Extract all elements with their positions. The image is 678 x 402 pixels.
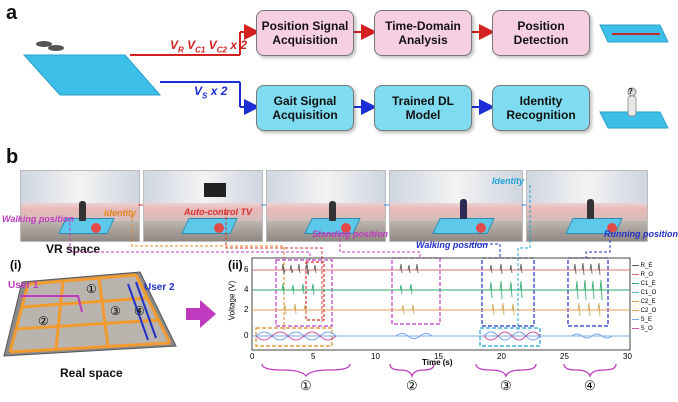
chart-ytick-6: 6 (244, 265, 249, 274)
chart-xtick-0: 0 (250, 352, 255, 361)
chart-xtick-30: 30 (623, 352, 632, 361)
legend-item: C2_E (632, 298, 656, 307)
time-domain-analysis-box: Time-Domain Analysis (374, 10, 472, 56)
top-signal-label: VR VC1 VC2 x 2 (170, 38, 248, 55)
identity-recognition-mat-icon: ? (599, 87, 669, 129)
position-detection-mat-icon (599, 24, 669, 43)
segment-number-3: ③ (500, 378, 512, 393)
position-detection-box: Position Detection (492, 10, 590, 56)
panel-b-letter: b (6, 146, 19, 168)
chart-xtick-10: 10 (371, 352, 380, 361)
running-position-label: Running position (604, 229, 678, 239)
identity-recognition-box: Identity Recognition (492, 85, 590, 131)
legend-item: R_E (632, 262, 656, 271)
chart-xtick-20: 20 (497, 352, 506, 361)
grid-number-2: ② (38, 314, 49, 328)
vr-scene-1 (20, 170, 140, 242)
legend-item: C2_O (632, 307, 656, 316)
chart-ytick-2: 2 (244, 305, 249, 314)
vr-scene-5 (526, 170, 648, 242)
grid-number-1: ① (86, 282, 97, 296)
legend-item: C1_E (632, 280, 656, 289)
chart-xtick-25: 25 (560, 352, 569, 361)
legend-item: C1_O (632, 289, 656, 298)
segment-number-1: ① (300, 378, 312, 393)
vr-scene-3 (266, 170, 386, 242)
chart-xlabel: Time (s) (422, 358, 453, 367)
chart-xtick-15: 15 (434, 352, 443, 361)
standing-position-label: Standing position (312, 229, 388, 239)
real-space-label: Real space (60, 366, 123, 380)
segment-number-4: ④ (584, 378, 596, 393)
position-signal-acquisition-box: Position Signal Acquisition (256, 10, 354, 56)
segment-number-2: ② (406, 378, 418, 393)
user2-label: User 2 (144, 282, 175, 293)
bottom-signal-label: VS x 2 (194, 84, 228, 101)
chart-ylabel: Voltage (V) (227, 280, 237, 321)
auto-control-tv-label: Auto-control TV (184, 207, 252, 217)
identity-label-1: Identity (104, 208, 137, 218)
grid-number-3: ③ (110, 304, 121, 318)
chart-ytick-4: 4 (244, 285, 249, 294)
panel-a-letter: a (6, 2, 18, 24)
sub-label-ii: (ii) (228, 258, 243, 272)
footprints-icon (36, 41, 64, 51)
user1-label: User 1 (8, 280, 39, 291)
identity-label-2: Identity (492, 176, 525, 186)
vr-scene-2 (143, 170, 263, 242)
walking-position-label-1: Walking position (2, 214, 74, 224)
chart-xtick-5: 5 (311, 352, 316, 361)
svg-text:?: ? (628, 87, 633, 96)
sub-label-i: (i) (10, 258, 22, 272)
trained-dl-model-box: Trained DL Model (374, 85, 472, 131)
grid-number-4: ④ (134, 304, 145, 318)
chart-legend: R_E R_O C1_E C1_O C2_E C2_O S_E S_O (632, 262, 656, 334)
chart-ytick-0: 0 (244, 331, 249, 340)
vr-scene-4 (389, 170, 523, 242)
gait-signal-acquisition-box: Gait Signal Acquisition (256, 85, 354, 131)
floor-mat (22, 54, 162, 96)
legend-item: R_O (632, 271, 656, 280)
walking-position-label-2: Walking position (416, 240, 488, 250)
legend-item: S_E (632, 316, 656, 325)
legend-item: S_O (632, 325, 656, 334)
